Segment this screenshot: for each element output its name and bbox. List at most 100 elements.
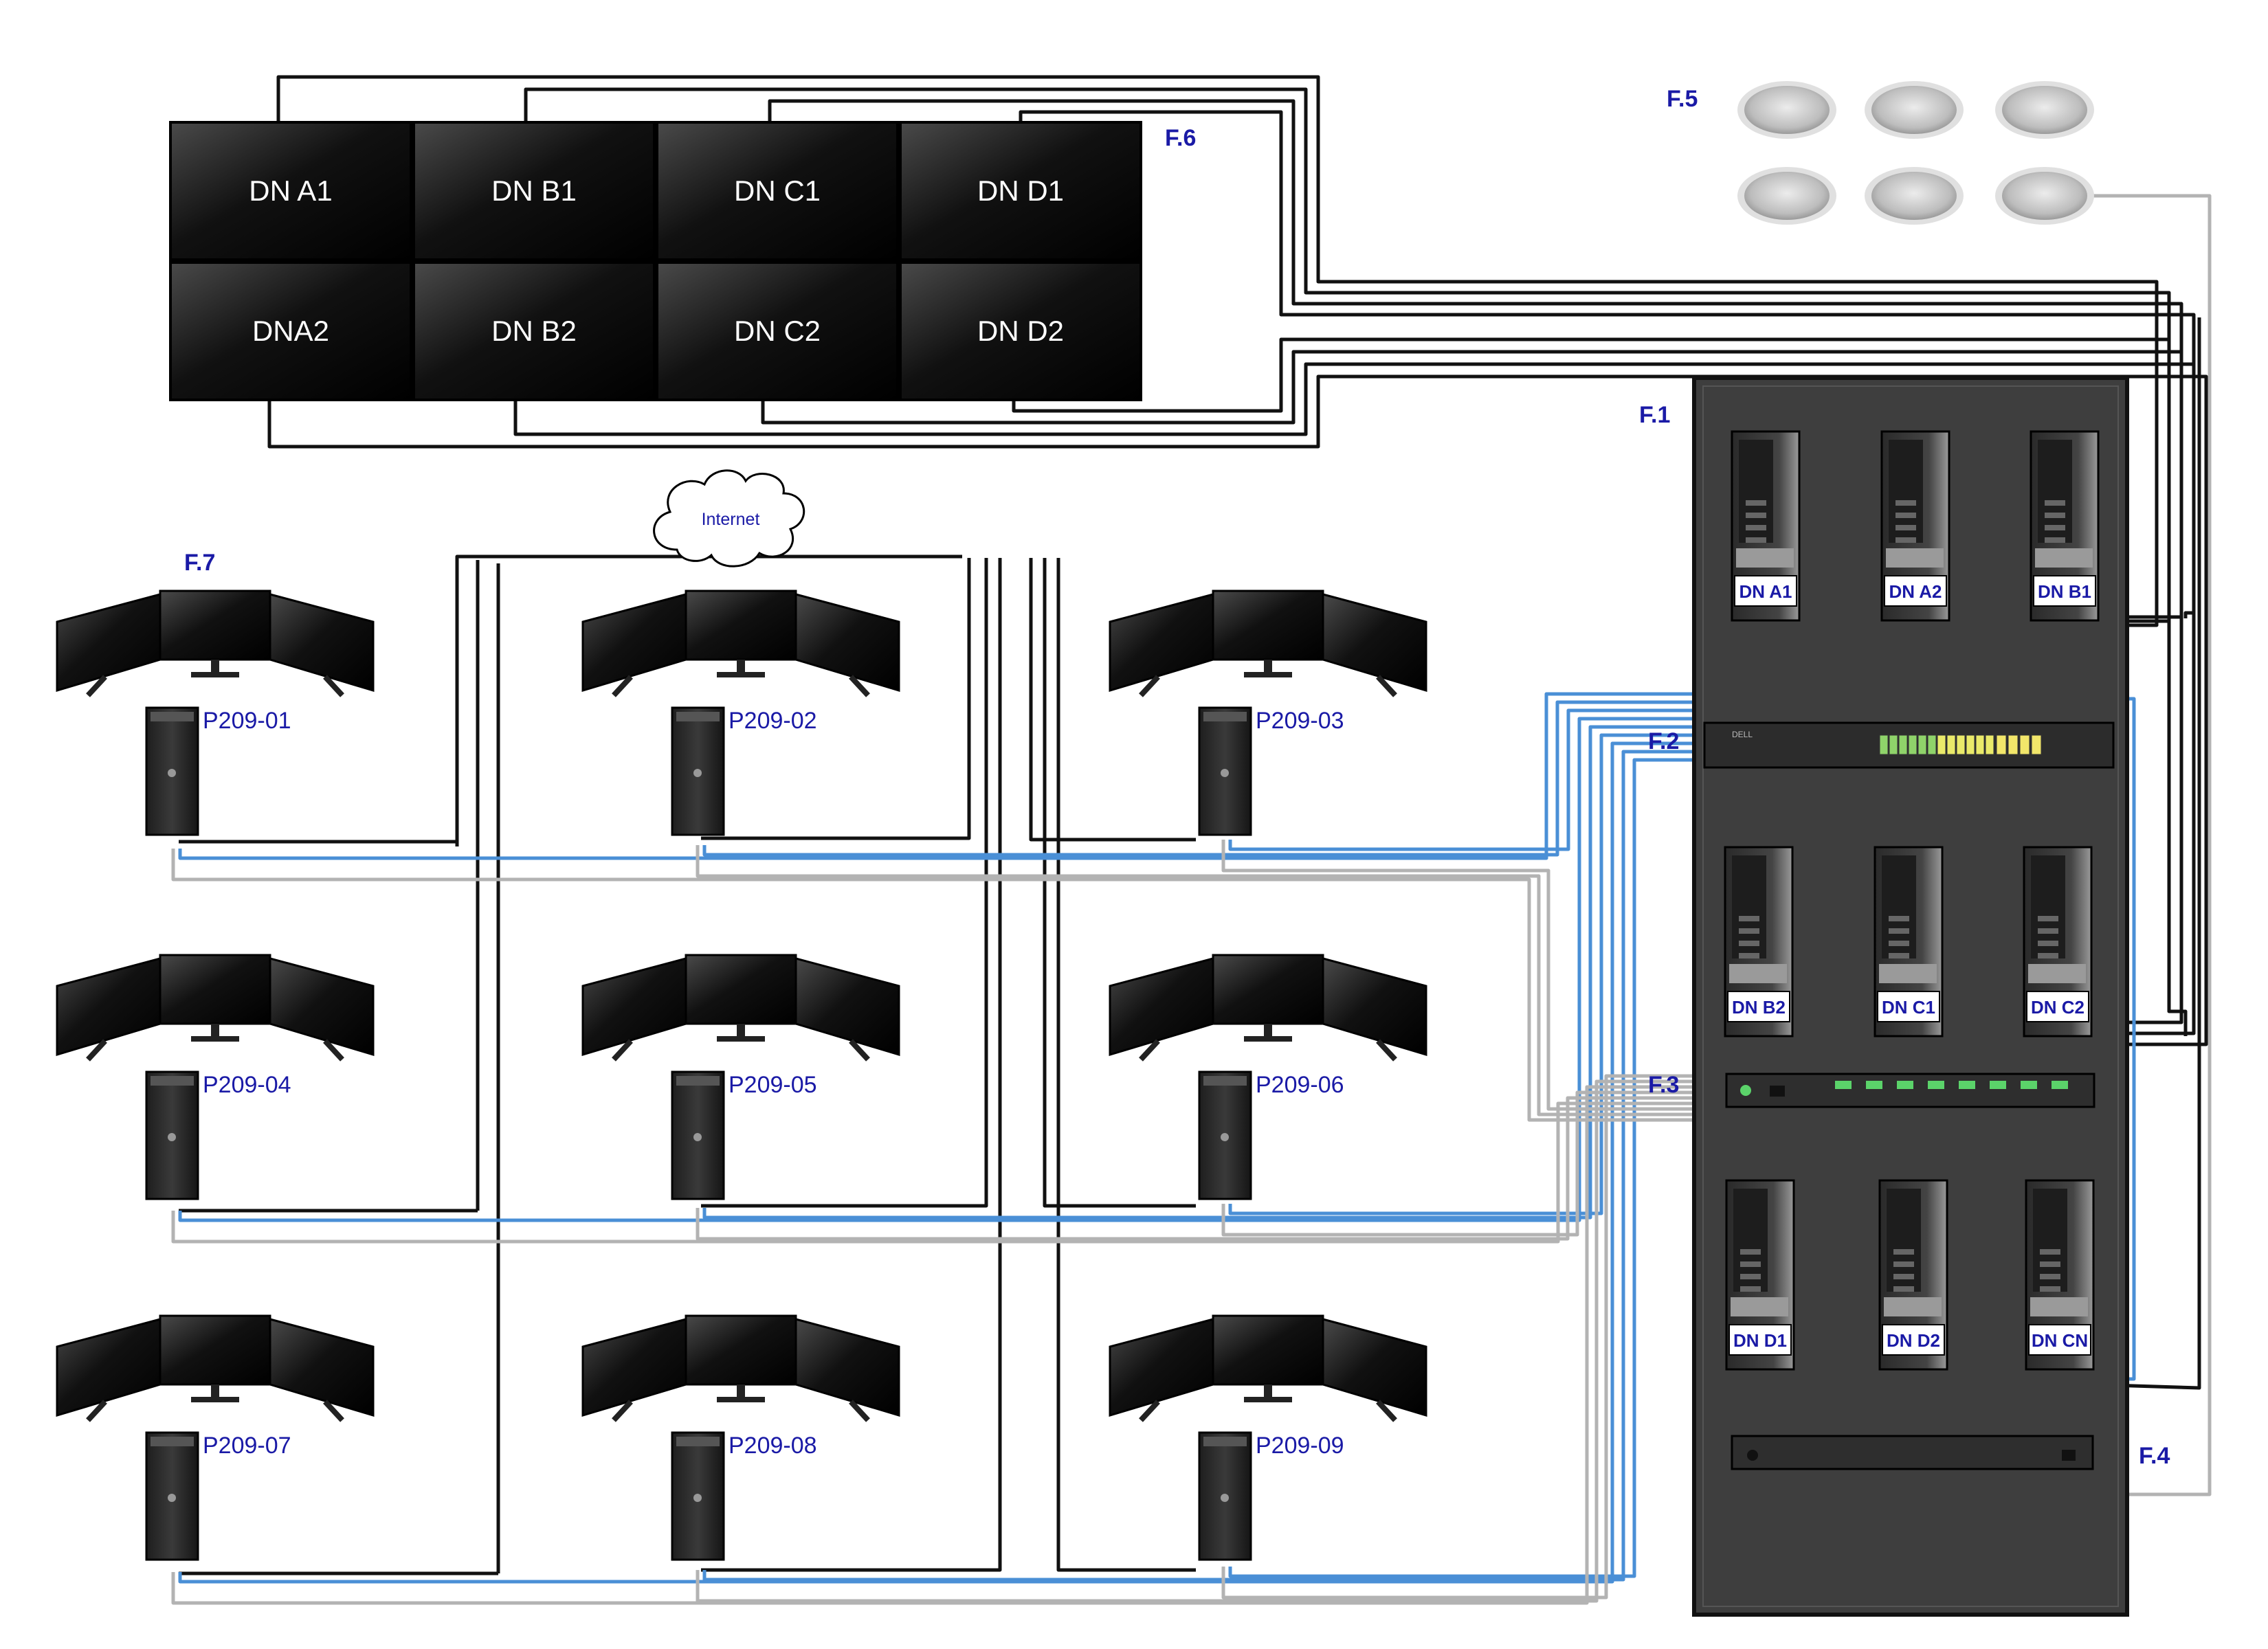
monitor-stand	[1264, 1384, 1272, 1398]
speaker	[1737, 81, 1836, 139]
monitor-right	[269, 1318, 375, 1417]
hub-power-led-icon	[1740, 1085, 1751, 1096]
rack-pc-tag	[1882, 1324, 1945, 1356]
tower-handle	[676, 1076, 720, 1086]
rack-pc-badge	[1879, 964, 1937, 983]
wall-panel: DN B2	[412, 261, 656, 401]
monitor-foot-left	[86, 1400, 107, 1422]
workstation: P209-04	[56, 954, 375, 1200]
wall-panel: DNA2	[169, 261, 412, 401]
video-wall-label: F.6	[1165, 125, 1196, 151]
rack-pc-slot	[1893, 1261, 1914, 1267]
switch-port	[1966, 734, 1975, 755]
speaker-icon	[1744, 172, 1830, 220]
monitor-center	[685, 954, 797, 1025]
switch-sfp-port	[2031, 734, 2042, 755]
monitor-left	[581, 957, 687, 1057]
wall-panel-screen	[656, 261, 899, 401]
workstation: P209-07	[56, 1314, 375, 1561]
internet-cable	[701, 558, 971, 840]
switch-port	[1985, 734, 1994, 755]
monitor-stand	[737, 1024, 745, 1037]
switch-port	[1879, 734, 1889, 755]
rack-pc-name: DN C2	[2031, 997, 2084, 1018]
rack-pc-slot	[1739, 916, 1759, 921]
monitor-foot	[191, 672, 239, 677]
rack-pc-slot	[1889, 928, 1909, 934]
speaker	[1995, 81, 2094, 139]
monitor-stand	[211, 660, 219, 673]
speaker-icon	[1871, 172, 1957, 220]
wall-panel-screen	[169, 261, 412, 401]
rack-pc-badge	[1729, 964, 1787, 983]
hub-port	[1866, 1081, 1882, 1089]
monitor-left	[1109, 1318, 1214, 1417]
rack-pc-tag	[1877, 991, 1940, 1022]
wall-panel-screen	[656, 121, 899, 261]
rack-pc-slot	[1746, 537, 1766, 543]
rack-pc-tag	[2028, 1324, 2091, 1356]
rack-pc-name: DN A2	[1889, 581, 1942, 602]
monitor-right	[269, 957, 375, 1057]
monitor-left	[56, 1318, 162, 1417]
monitor-stand	[211, 1024, 219, 1037]
tower-handle	[151, 712, 194, 721]
rack-pc-slot	[1739, 928, 1759, 934]
switch-port	[1946, 734, 1956, 755]
switch-sfp-port	[2008, 734, 2019, 755]
tower-handle	[676, 1437, 720, 1446]
monitor-left	[56, 957, 162, 1057]
workstation: P209-02	[581, 590, 900, 836]
rack-pc: DN B1	[2030, 430, 2100, 622]
internet-cable	[701, 558, 988, 1208]
rack-pc: DN C1	[1874, 846, 1944, 1037]
rack-pc-badge	[2030, 1297, 2088, 1316]
monitor-foot-right	[1376, 1039, 1397, 1062]
monitor-foot-left	[1139, 1400, 1160, 1422]
rack-pc-slot	[2038, 953, 2058, 958]
rack-pc-badge	[1884, 1297, 1942, 1316]
monitor-stand	[737, 660, 745, 673]
speaker-icon	[2002, 172, 2087, 220]
switch-port	[1889, 734, 1898, 755]
internet-label: Internet	[702, 510, 760, 529]
hub-chassis	[1725, 1073, 2095, 1108]
wall-panel-screen	[412, 261, 656, 401]
internet-cable	[1029, 558, 1196, 842]
wall-panel-screen	[899, 121, 1142, 261]
monitor-center	[685, 1314, 797, 1386]
rack-pc-slot	[1889, 953, 1909, 958]
workstation: P209-01	[56, 590, 375, 836]
tower-pc	[145, 1431, 199, 1561]
hub-port	[2052, 1081, 2068, 1089]
wall-panel-label: DN C2	[734, 315, 821, 347]
video-cable	[1019, 110, 2196, 618]
tower-logo-icon	[1221, 769, 1229, 777]
rack-pc-slot	[1746, 525, 1766, 530]
monitor-left	[1109, 957, 1214, 1057]
workstations-label: F.7	[184, 550, 215, 576]
hub-port	[2021, 1081, 2037, 1089]
workstation: P209-08	[581, 1314, 900, 1561]
wall-panel-label: DN D2	[977, 315, 1064, 347]
monitor-foot	[717, 1036, 765, 1042]
internet-cloud: Internet	[653, 469, 805, 568]
monitor-left	[581, 593, 687, 693]
monitor-right	[1322, 957, 1427, 1057]
monitor-stand	[737, 1384, 745, 1398]
rack-pc: DN C2	[2023, 846, 2093, 1037]
workstation: P209-06	[1109, 954, 1427, 1200]
monitor-foot-right	[323, 1400, 344, 1422]
monitor-right	[794, 593, 900, 693]
tower-logo-icon	[168, 1494, 176, 1502]
rack-pc-name: DN D1	[1733, 1330, 1787, 1351]
rack-pc-slot	[2040, 1286, 2060, 1292]
switch-port	[1898, 734, 1908, 755]
hub-uplink-port	[1770, 1086, 1785, 1097]
monitor-foot-right	[849, 1400, 870, 1422]
rack-pc-tag	[1727, 991, 1790, 1022]
monitor-left	[56, 593, 162, 693]
hub-port	[1835, 1081, 1852, 1089]
rack-pc-tag	[2026, 991, 2089, 1022]
